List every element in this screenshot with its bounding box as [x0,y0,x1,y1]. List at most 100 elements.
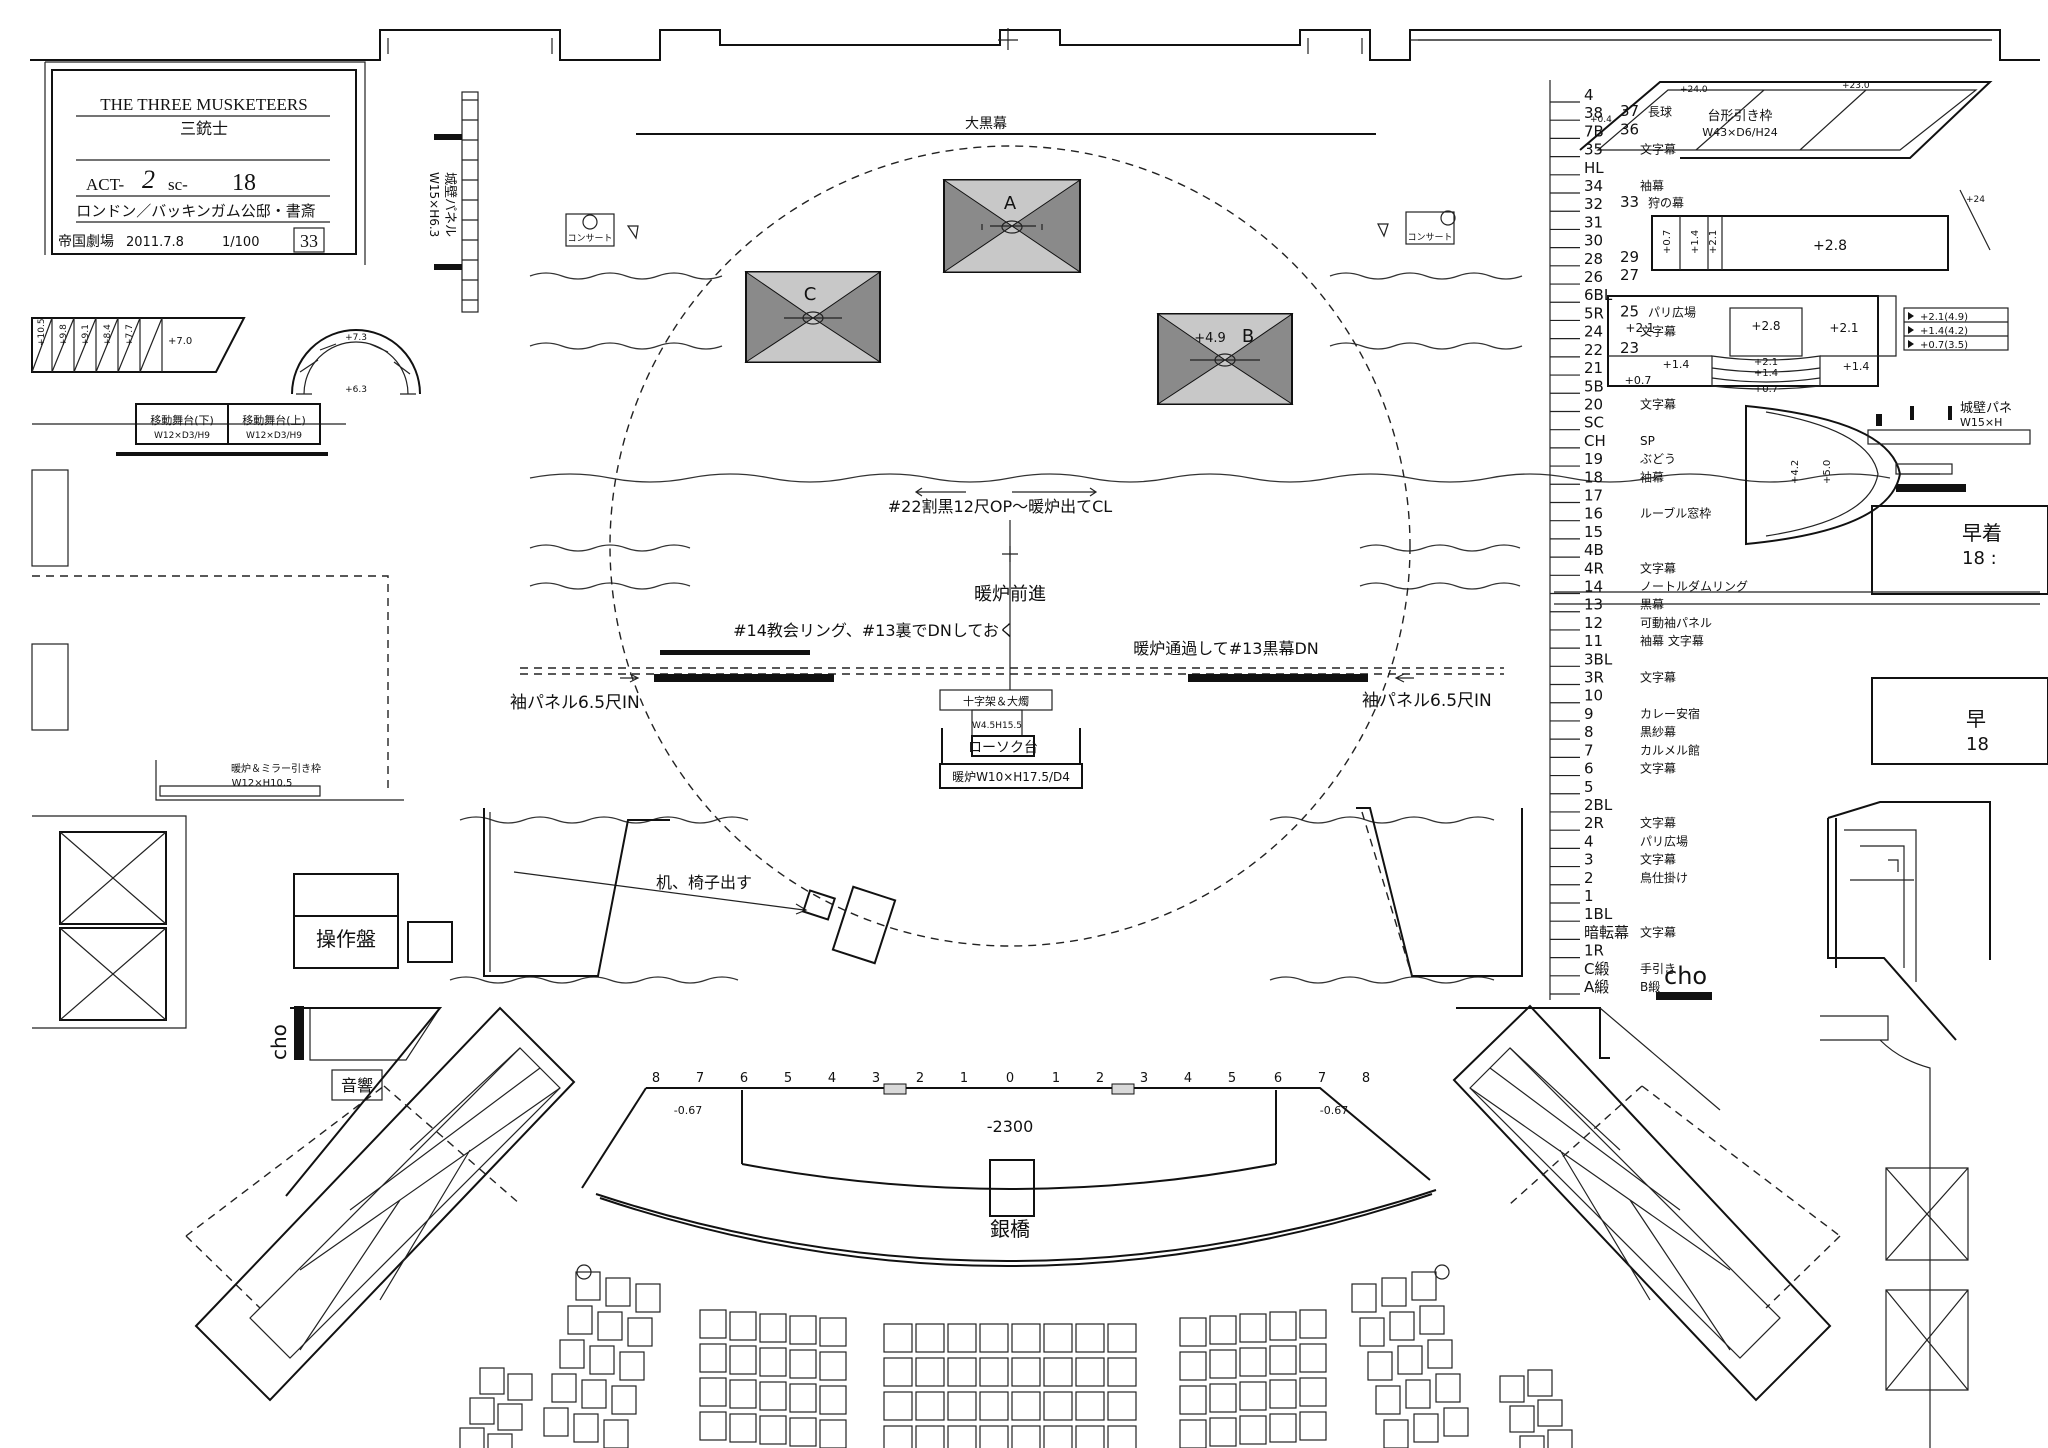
stair-height-2: +9.8 [59,324,69,346]
house-num-r4: 4 [1184,1071,1192,1086]
seat [699,1377,727,1407]
seat [1043,1357,1073,1387]
house-num-l6: 6 [740,1071,748,1086]
house-num-r7: 7 [1318,1071,1326,1086]
pit-depth: -2300 [987,1117,1034,1136]
seat [487,1433,513,1448]
seat [1179,1317,1207,1347]
house-numbers: 8 7 6 5 4 3 2 1 0 1 2 3 4 5 6 7 8 [652,1071,1370,1086]
seat [1239,1415,1267,1445]
truss-left [185,1006,576,1402]
vert-height-07: +0.7 [1662,230,1673,254]
sheet-number: 33 [300,231,318,251]
upstage-elements: 大黒幕 城壁パネル W15×H6.3 コンサート コンサート [427,91,1456,313]
line-set-number: 2BL [1584,796,1613,814]
line-set-piece: 文字幕 [1640,924,1676,939]
seat [1043,1323,1073,1353]
line-set-number: 2 [1584,869,1594,887]
step-14c: +1.4 [1843,360,1870,373]
line-set-number: 18 [1584,468,1603,486]
seat [1299,1377,1327,1407]
cue-fireplace-pass: 暖炉通過して#13黒幕DN [1133,639,1319,658]
platform-28: +2.8 [1813,238,1847,254]
seat [469,1397,495,1425]
seat [915,1391,945,1421]
step-07b: +0.7 [1754,384,1778,395]
line-set-piece: SP [1640,434,1655,448]
seat [1043,1391,1073,1421]
seat [1435,1373,1461,1403]
seat [1011,1357,1041,1387]
fireplace-unit: 十字架＆大燭 W4.5H15.5 ローソク台 暖炉W10×H17.5/D4 [939,689,1083,789]
act-label: ACT- [86,175,124,194]
sound-label: 音響 [341,1076,373,1095]
seat [1075,1425,1105,1448]
scene-label: sc- [168,175,188,194]
line-set-number: 16 [1584,505,1603,523]
line-set-number: CH [1584,432,1606,450]
line-set-number: C緞 [1584,960,1609,978]
control-panel: 操作盤 [293,873,453,969]
candle-stand-label: ローソク台 [968,740,1038,756]
line-set-piece: 文字幕 [1640,761,1676,776]
step-21c: +2.1 [1754,357,1778,368]
line-set-number: 32 [1584,195,1603,213]
seat [1547,1429,1573,1448]
castle-panel-label: 城壁パネル [442,172,457,237]
seat [883,1323,913,1353]
line-set-piece: カレー安宿 [1640,706,1700,721]
line-set-number: 20 [1584,395,1603,413]
cue-border-22: #22割黒12尺OP～暖炉出てCL [888,497,1113,516]
seat [759,1313,787,1343]
seat [979,1357,1009,1387]
seat [819,1317,847,1347]
bow-height-a: +4.2 [1790,460,1801,484]
line-set-number-secondary: 37 [1620,102,1639,120]
concert-left: コンサート [565,213,639,247]
seat [1043,1425,1073,1448]
sleeve-panels: 袖パネル6.5尺IN 袖パネル6.5尺IN [510,650,1504,713]
seat [1499,1375,1525,1403]
seat [1419,1305,1445,1335]
seating [459,1264,1573,1448]
trap-height-b: +23.0 [1842,81,1870,91]
seat [915,1425,945,1448]
aisle-marker [576,1264,592,1280]
flat-b: +4.9 B [1156,313,1294,405]
line-set-number-secondary: 29 [1620,248,1639,266]
seat [1107,1357,1137,1387]
wagon-lower-size: W12×D3/H9 [154,431,210,441]
seat [1209,1417,1237,1447]
cho-right-label: cho [1664,962,1707,990]
house-num-l2: 2 [916,1071,924,1086]
stair-height-1: +10.5 [37,318,47,346]
seat [635,1283,661,1313]
trapezoid-label: 台形引き枠 [1707,109,1772,124]
stair-height-3: +9.1 [81,324,91,346]
seat [1075,1391,1105,1421]
back-wall [30,28,2040,61]
cue-notes: #22割黒12尺OP～暖炉出てCL 暖炉前進 #14教会リング、#13裏でDNし… [513,487,1319,915]
flat-a-label: A [1004,193,1017,214]
seat [1239,1313,1267,1343]
line-set-number: 1BL [1584,905,1613,923]
line-set-piece: ノートルダムリング [1640,579,1748,594]
line-set-piece: B緞 [1640,979,1660,994]
mirror-unit-label: 暖炉＆ミラー引き枠 [231,762,321,775]
flat-c: C [744,271,882,363]
line-set-piece: 文字幕 [1640,560,1676,575]
line-set-number: 9 [1584,705,1594,723]
seat [1359,1317,1385,1347]
wagon-lower-label: 移動舞台(下) [150,413,214,427]
trap-height-a: +24.0 [1680,85,1708,95]
seat [1411,1271,1437,1301]
line-set-number: 11 [1584,632,1603,650]
line-set-number: 28 [1584,250,1603,268]
seat [1011,1391,1041,1421]
seat [1509,1405,1535,1433]
line-set-number: 15 [1584,523,1603,541]
legend-c: +0.7(3.5) [1920,340,1968,351]
line-set-number: A緞 [1584,978,1609,996]
seat [729,1345,757,1375]
seat [819,1419,847,1448]
